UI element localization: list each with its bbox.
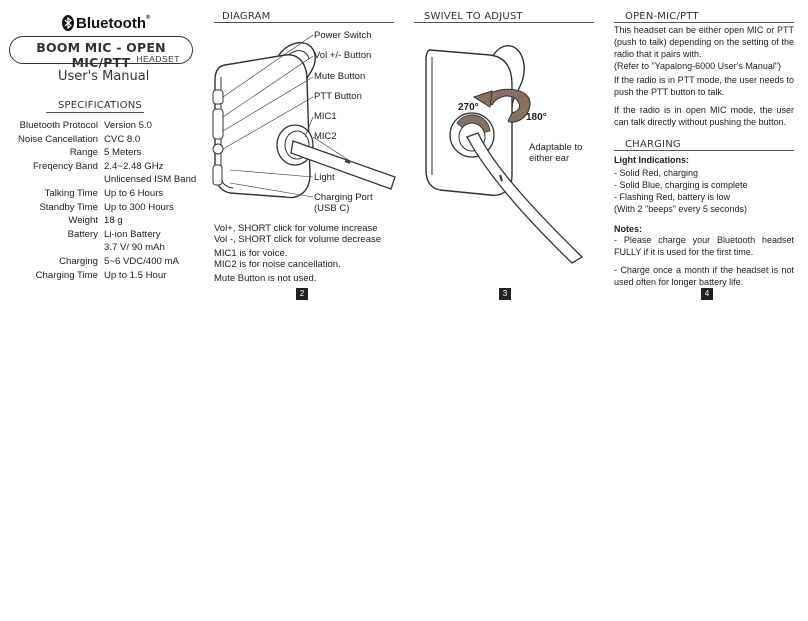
light-solid-blue: - Solid Blue, charging is complete	[614, 180, 748, 190]
product-subtitle: HEADSET	[136, 54, 180, 64]
spec-value: Unlicensed ISM Band	[104, 174, 197, 186]
spec-label: Bluetooth Protocol	[19, 120, 98, 131]
spec-row: 3.7 V/ 90 mAh	[10, 241, 196, 255]
spec-value: 5 Meters	[104, 147, 142, 159]
page-number-3: 3	[499, 288, 511, 300]
adaptable-label: Adaptable to	[529, 142, 583, 153]
spec-label: Battery	[67, 228, 98, 240]
open-mic-mode-paragraph: If the radio is in open MIC mode, the us…	[614, 105, 794, 127]
label-mic1: MIC1	[314, 111, 337, 122]
open-mic-heading: OPEN-MIC/PTT	[625, 11, 699, 22]
spec-label: Range	[69, 147, 98, 159]
ptt-mode-paragraph: If the radio is in PTT mode, the user ne…	[614, 75, 794, 97]
spec-value: 18 g	[104, 215, 123, 227]
page-number-4: 4	[701, 288, 713, 300]
label-charging-port: Charging Port	[314, 192, 373, 203]
specs-heading: SPECIFICATIONS	[58, 100, 142, 111]
spec-row: Talking Time Up to 6 Hours	[10, 187, 196, 201]
spec-label: Talking Time	[44, 187, 98, 199]
note-mute: Mute Button is not used.	[214, 273, 317, 284]
spec-row: Bluetooth Protocol Version 5.0	[10, 119, 196, 133]
swivel-divider	[414, 22, 594, 23]
diagram-divider	[214, 22, 394, 23]
spec-row: Charging 5~6 VDC/400 mA	[10, 255, 196, 269]
spec-label: Standby Time	[39, 201, 98, 213]
spec-label: Weight	[68, 215, 98, 227]
charging-divider	[614, 150, 794, 151]
spec-label: Charging	[59, 255, 98, 267]
spec-row: Standby Time Up to 300 Hours	[10, 201, 196, 215]
either-ear-label: either ear	[529, 153, 570, 164]
spec-label	[10, 241, 104, 255]
open-mic-divider	[614, 22, 794, 23]
note-mic2: MIC2 is for noise cancellation.	[214, 259, 341, 270]
swivel-diagram	[425, 45, 584, 264]
angle-180-label: 180°	[526, 112, 547, 123]
spec-label: Freqency Band	[32, 160, 98, 172]
spec-row: Range 5 Meters	[10, 146, 196, 160]
light-beeps-note: (With 2 "beeps" every 5 seconds)	[614, 204, 747, 214]
product-title-badge: BOOM MIC - OPEN MIC/PTT HEADSET	[9, 36, 193, 70]
light-solid-red: - Solid Red, charging	[614, 168, 699, 178]
spec-value: 3.7 V/ 90 mAh	[104, 242, 165, 254]
label-light: Light	[314, 172, 335, 183]
brand-name: Bluetooth	[76, 15, 146, 32]
headset-diagram	[212, 34, 396, 199]
manual-title: User's Manual	[58, 69, 150, 84]
light-flashing-red: - Flashing Red, battery is low	[614, 192, 731, 202]
note-mic1: MIC1 is for voice.	[214, 248, 288, 259]
product-title: BOOM MIC - OPEN MIC/PTT	[36, 40, 166, 70]
spec-value: CVC 8.0	[104, 133, 141, 145]
diagram-heading: DIAGRAM	[222, 11, 271, 22]
angle-270-label: 270°	[458, 102, 479, 113]
label-vol-button: Vol +/- Button	[314, 50, 372, 61]
label-power-switch: Power Switch	[314, 30, 372, 41]
note-charge-monthly: - Charge once a month if the headset is …	[614, 265, 794, 287]
spec-row: Unlicensed ISM Band	[10, 173, 196, 187]
spec-value: Up to 300 Hours	[104, 201, 174, 213]
notes-title: Notes:	[614, 224, 643, 234]
note-vol-plus: Vol+, SHORT click for volume increase	[214, 223, 378, 234]
spec-label	[10, 173, 104, 187]
spec-row: Freqency Band 2.4~2.48 GHz	[10, 160, 196, 174]
label-usb-c: (USB C)	[314, 203, 350, 214]
spec-value: Li-ion Battery	[104, 228, 161, 240]
bluetooth-logo: Bluetooth®	[62, 15, 150, 32]
note-charge-fully: - Please charge your Bluetooth headset F…	[614, 235, 794, 257]
swivel-heading: SWIVEL TO ADJUST	[424, 11, 523, 22]
open-mic-paragraph: This headset can be either open MIC or P…	[614, 25, 794, 59]
spec-row: Weight 18 g	[10, 214, 196, 228]
spec-label: Noise Cancellation	[18, 133, 98, 145]
label-mute-button: Mute Button	[314, 71, 366, 82]
label-ptt-button: PTT Button	[314, 91, 362, 102]
spec-value: 2.4~2.48 GHz	[104, 160, 164, 172]
spec-value: Up to 6 Hours	[104, 187, 164, 199]
bluetooth-icon	[62, 15, 74, 31]
spec-row: Battery Li-ion Battery	[10, 228, 196, 242]
spec-value: 5~6 VDC/400 mA	[104, 255, 179, 267]
spec-row: Noise Cancellation CVC 8.0	[10, 133, 196, 147]
refer-note: (Refer to "Yapalong-6000 User's Manual")	[614, 61, 782, 71]
spec-value: Up to 1.5 Hour	[104, 269, 167, 281]
light-indications-title: Light Indications:	[614, 155, 689, 165]
label-mic2: MIC2	[314, 131, 337, 142]
page-number-2: 2	[296, 288, 308, 300]
spec-row: Charging Time Up to 1.5 Hour	[10, 269, 196, 283]
spec-value: Version 5.0	[104, 120, 153, 131]
charging-heading: CHARGING	[625, 139, 681, 150]
note-vol-minus: Vol -, SHORT click for volume decrease	[214, 234, 382, 245]
spec-label: Charging Time	[35, 269, 98, 281]
specs-divider	[46, 112, 144, 113]
